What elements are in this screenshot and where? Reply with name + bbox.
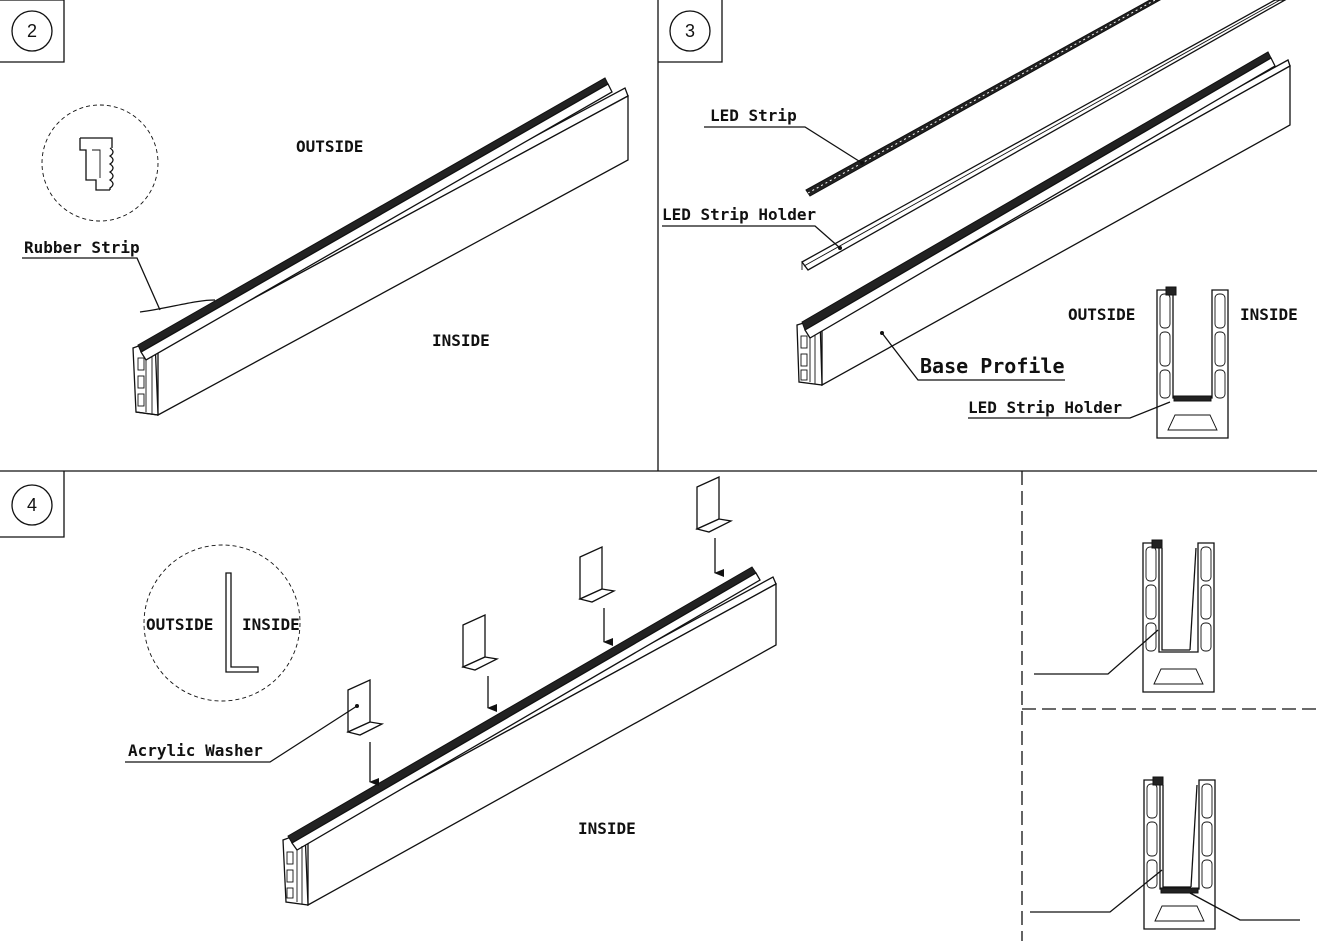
rubber-strip-detail	[41, 104, 159, 222]
detail-outside-label: OUTSIDE	[146, 615, 213, 634]
section-a-washer-leader	[1034, 629, 1159, 675]
section-holder-leader	[968, 401, 1171, 419]
section-detail-led	[1030, 776, 1300, 930]
cross-section-b	[1143, 776, 1216, 930]
rubber-strip-end	[139, 299, 216, 313]
inside-label-p3: INSIDE	[1240, 305, 1298, 324]
outside-label-p3: OUTSIDE	[1068, 305, 1135, 324]
base-profile-p4	[282, 566, 777, 907]
rubber-strip-label: Rubber Strip	[24, 238, 140, 257]
acrylic-washer-1	[346, 678, 385, 736]
section-b-holder-leader	[1189, 892, 1300, 921]
step-4-badge: 4	[0, 471, 65, 538]
section-detail-acrylic	[1034, 539, 1215, 693]
step-2-badge: 2	[0, 0, 65, 63]
rubber-strip-leader	[22, 257, 161, 311]
detail-inside-label: INSIDE	[242, 615, 300, 634]
inside-label-p2: INSIDE	[432, 331, 490, 350]
panel-step-4: 4 OUTSIDE INSIDE	[0, 471, 777, 907]
panel-step-3: 3 LED Strip	[658, 0, 1298, 439]
step-4-number: 4	[27, 495, 37, 515]
led-strip-label: LED Strip	[710, 106, 797, 125]
led-strip-holder-part	[801, 0, 1287, 271]
section-b-washer-leader	[1030, 869, 1163, 913]
panel-step-2: 2 Rubber Strip OUTSIDE I	[0, 0, 629, 417]
base-profile-leader	[881, 332, 1065, 381]
led-strip-holder-leader	[662, 225, 841, 249]
base-profile-p3	[796, 51, 1291, 387]
acrylic-washer-3	[578, 545, 617, 603]
step-3-badge: 3	[658, 0, 723, 63]
cross-section-p3	[1156, 286, 1229, 439]
acrylic-washer-2	[461, 613, 500, 671]
acrylic-washer-detail: OUTSIDE INSIDE	[143, 544, 301, 702]
inside-label-p4: INSIDE	[578, 819, 636, 838]
base-profile-label: Base Profile	[920, 354, 1065, 378]
acrylic-washer-leader	[125, 705, 358, 763]
led-strip-leader	[704, 126, 863, 164]
step-3-number: 3	[685, 21, 695, 41]
acrylic-washer-4	[695, 475, 734, 533]
acrylic-washer-label: Acrylic Washer	[128, 741, 263, 760]
step-2-number: 2	[27, 21, 37, 41]
section-holder-label: LED Strip Holder	[968, 398, 1122, 417]
outside-label-p2: OUTSIDE	[296, 137, 363, 156]
led-strip-part	[805, 0, 1162, 197]
led-strip-holder-label: LED Strip Holder	[662, 205, 816, 224]
base-profile-p2	[132, 77, 629, 417]
cross-section-a	[1142, 539, 1215, 693]
